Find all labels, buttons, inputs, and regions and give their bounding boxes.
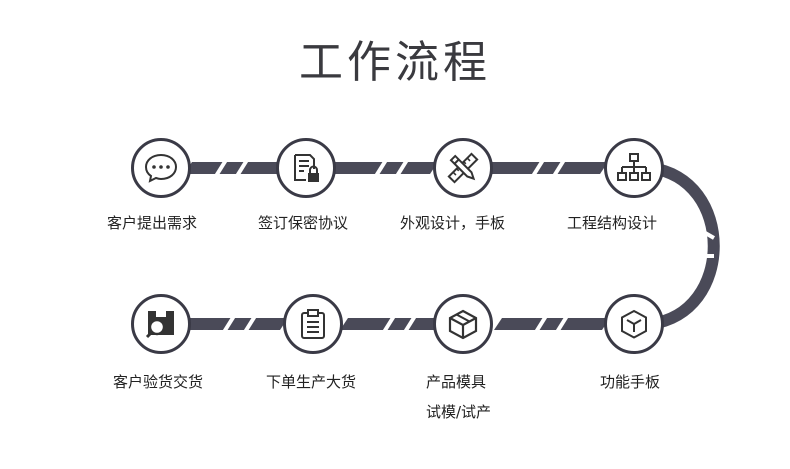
step-4-node <box>604 138 664 198</box>
step-5-node <box>604 294 664 354</box>
step-7-node <box>283 294 343 354</box>
step-6-node <box>433 294 493 354</box>
step-3-label: 外观设计，手板 <box>400 214 506 232</box>
step-2-node <box>276 138 336 198</box>
step-6-sublabel: 试模/试产 <box>426 403 492 421</box>
step-6-label: 产品模具 <box>426 373 487 391</box>
hierarchy-icon <box>617 153 651 181</box>
step-4-label: 工程结构设计 <box>567 214 658 232</box>
page-title: 工作流程 <box>299 37 491 88</box>
step-3-node <box>433 138 493 198</box>
step-8-label: 客户验货交货 <box>113 373 204 391</box>
chat-bubble-icon <box>144 153 178 183</box>
step-8-node <box>131 294 191 354</box>
box-3d-icon <box>448 309 478 340</box>
document-lock-icon <box>294 154 319 182</box>
step-2-label: 签订保密协议 <box>258 214 349 232</box>
step-7-label: 下单生产大货 <box>266 373 357 391</box>
step-1-label: 客户提出需求 <box>107 214 198 232</box>
step-1-node <box>131 138 191 198</box>
pencil-ruler-icon <box>447 152 479 184</box>
package-search-icon <box>145 311 174 339</box>
clipboard-icon <box>301 309 325 339</box>
cube-icon <box>621 309 647 339</box>
step-5-label: 功能手板 <box>600 373 661 391</box>
